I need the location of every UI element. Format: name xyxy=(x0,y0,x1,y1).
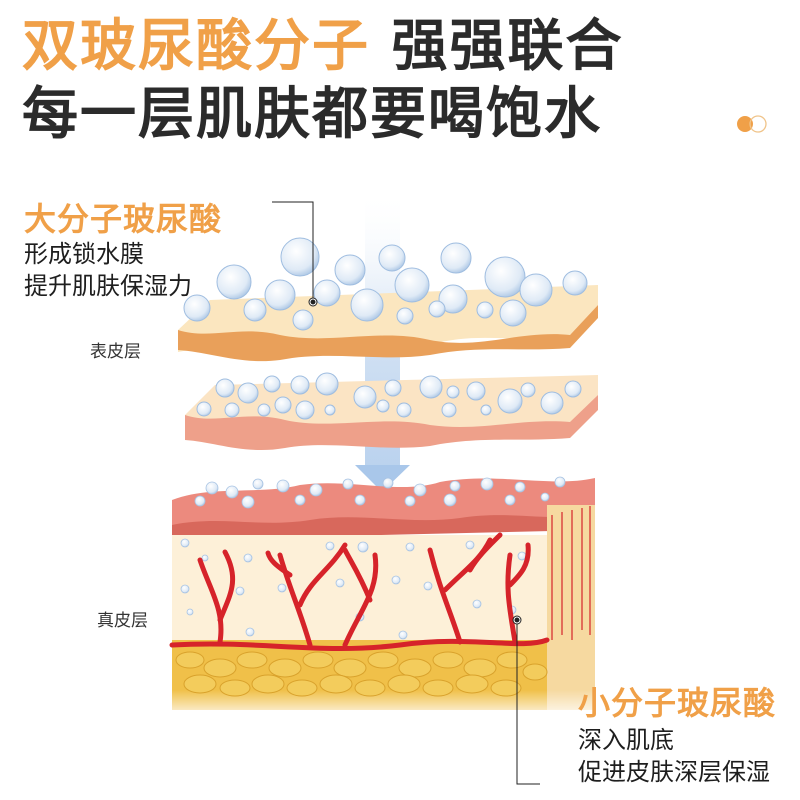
epidermis-label: 表皮层 xyxy=(90,342,141,362)
macro-ha-title: 大分子玻尿酸 xyxy=(24,200,223,238)
two-circles-icon xyxy=(736,114,776,134)
headline-highlight: 双玻尿酸分子 xyxy=(22,14,370,79)
macro-ha-desc-1: 形成锁水膜 xyxy=(24,240,144,268)
micro-ha-desc-2: 促进皮肤深层保湿 xyxy=(578,758,770,786)
dermis-label: 真皮层 xyxy=(97,611,148,631)
headline-line-2: 每一层肌肤都要喝饱水 xyxy=(22,82,602,147)
dermis-block xyxy=(172,478,602,720)
micro-ha-callout xyxy=(512,615,540,785)
headline-line-1: 双玻尿酸分子 强强联合 xyxy=(22,14,624,80)
micro-ha-desc-1: 深入肌底 xyxy=(578,726,674,754)
headline-rest: 强强联合 xyxy=(391,14,624,79)
middle-layer xyxy=(185,375,598,451)
macro-ha-desc-2: 提升肌肤保湿力 xyxy=(24,272,192,300)
macro-ha-callout xyxy=(272,201,318,307)
micro-ha-title: 小分子玻尿酸 xyxy=(578,684,777,722)
arrow-down-icon xyxy=(355,465,410,492)
